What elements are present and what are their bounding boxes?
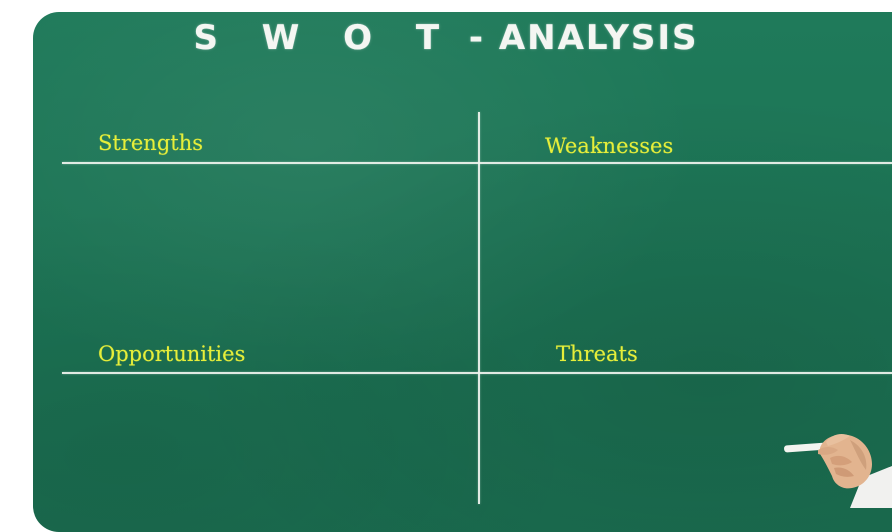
grid-middle-line: [62, 372, 892, 374]
swot-title-letters: S W O T: [193, 18, 456, 58]
swot-title: S W O T - ANALYSIS: [0, 18, 892, 58]
label-weaknesses: Weaknesses: [545, 134, 674, 158]
grid-top-line: [62, 162, 892, 164]
grid-vertical-line: [478, 112, 480, 504]
label-strengths: Strengths: [98, 131, 203, 155]
chalkboard: [33, 12, 892, 532]
label-opportunities: Opportunities: [98, 342, 246, 366]
hand-with-chalk-icon: [784, 434, 892, 508]
swot-title-analysis: - ANALYSIS: [468, 18, 699, 58]
label-threats: Threats: [556, 342, 638, 366]
